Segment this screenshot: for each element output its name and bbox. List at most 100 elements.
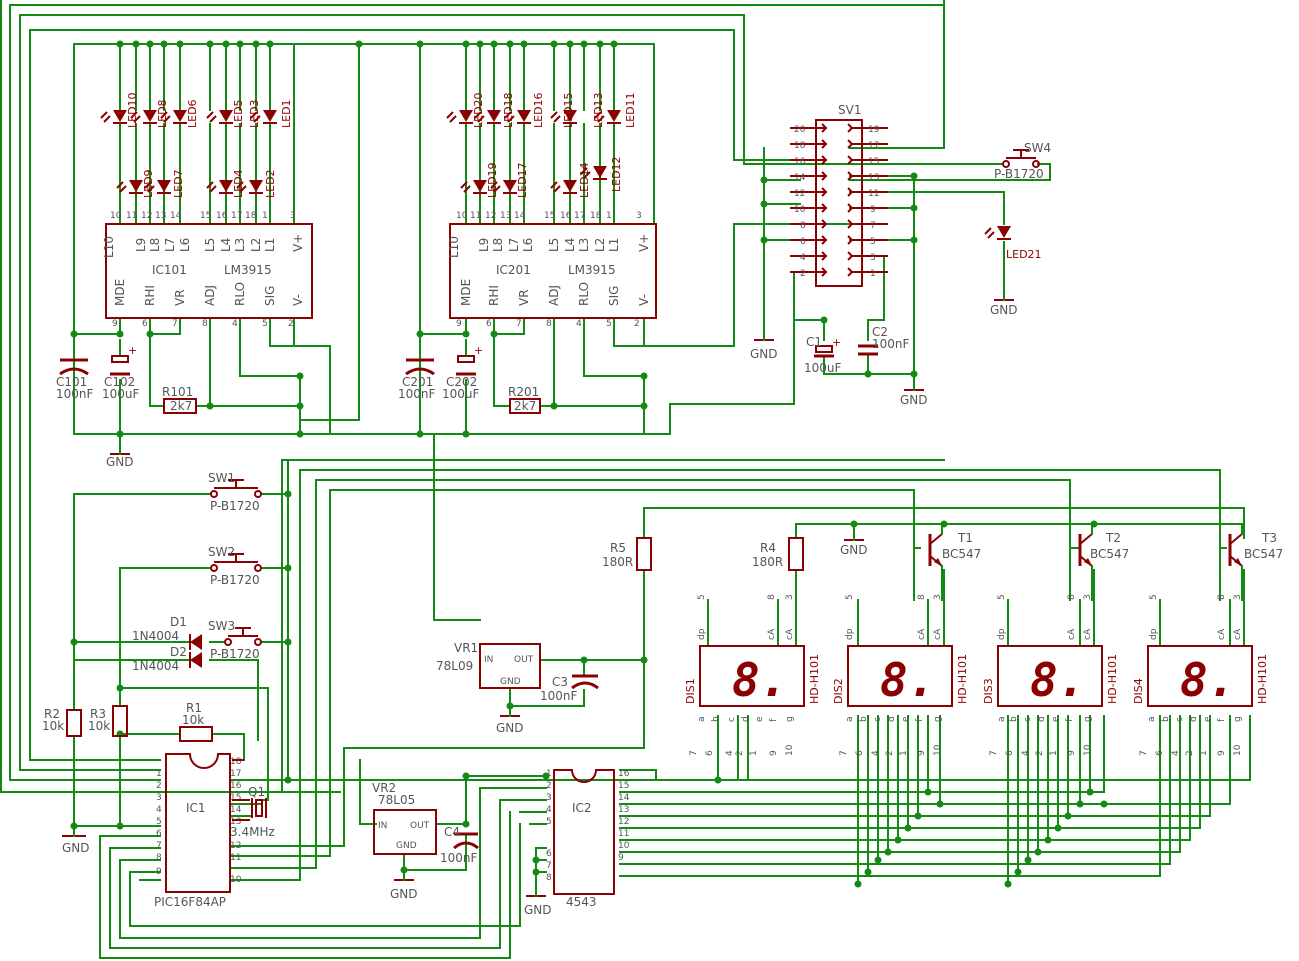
vr1-pin-out: OUT: [514, 655, 534, 665]
ic201-pin-vplus: V+: [637, 234, 651, 252]
ic2-value: 4543: [566, 895, 597, 909]
c3-value: 100nF: [540, 689, 578, 703]
vr1-pin-in: IN: [484, 655, 493, 665]
r5-name: R5: [610, 541, 626, 555]
c101-value: 100nF: [56, 387, 94, 401]
svg-text:3: 3: [870, 253, 876, 263]
svg-text:17: 17: [868, 141, 879, 151]
c1-name: C1: [806, 335, 822, 349]
svg-text:cA: cA: [933, 628, 943, 640]
svg-text:4: 4: [1021, 750, 1031, 756]
ic201-pin-l8: L8: [491, 238, 505, 252]
sw1-name: SW1: [208, 471, 235, 485]
svg-text:9: 9: [870, 205, 876, 215]
ic101-pin-adj: ADJ: [203, 285, 217, 306]
dis3-digit: 8.: [1030, 653, 1085, 707]
r3-value: 10k: [88, 719, 110, 733]
svg-text:15: 15: [544, 211, 555, 221]
svg-text:1: 1: [1049, 750, 1059, 756]
svg-text:c: c: [1023, 717, 1033, 722]
led7-label: LED7: [172, 169, 185, 198]
ic101-value: LM3915: [224, 263, 272, 277]
svg-text:2: 2: [1035, 750, 1045, 756]
dis4-digit: 8.: [1180, 653, 1235, 707]
svg-text:a: a: [997, 716, 1007, 722]
sw2-name: SW2: [208, 545, 235, 559]
svg-text:9: 9: [156, 867, 162, 877]
svg-text:16: 16: [230, 781, 242, 791]
svg-text:6: 6: [800, 237, 806, 247]
svg-text:8: 8: [546, 319, 552, 329]
ic201-pin-l1: L1: [607, 238, 621, 252]
led14-label: LED14: [578, 162, 591, 198]
ic201-pin-l9: L9: [477, 238, 491, 252]
ic101-pin-l1: L1: [263, 238, 277, 252]
svg-text:7: 7: [989, 750, 999, 756]
ic101-pin-sig: SIG: [263, 286, 277, 306]
sw3-name: SW3: [208, 619, 235, 633]
svg-text:dp: dp: [845, 628, 855, 640]
ic101-pin-vr: VR: [173, 289, 187, 306]
svg-text:8: 8: [917, 594, 927, 600]
t2-name: T2: [1105, 531, 1121, 545]
svg-text:b: b: [1161, 716, 1171, 722]
svg-text:7: 7: [689, 750, 699, 756]
svg-text:1: 1: [749, 750, 759, 756]
svg-text:10: 10: [618, 841, 630, 851]
ground-symbols: GND GND GND GND GND GND GND GND GND: [62, 289, 1018, 917]
svg-text:e: e: [901, 716, 911, 722]
svg-text:7: 7: [870, 221, 876, 231]
svg-text:1: 1: [1199, 750, 1209, 756]
svg-text:2: 2: [546, 781, 552, 791]
svg-text:3: 3: [1083, 594, 1093, 600]
svg-text:18: 18: [794, 141, 806, 151]
d2-value: 1N4004: [132, 659, 179, 673]
r4-value: 180R: [752, 555, 783, 569]
c101-name: C101: [56, 375, 87, 389]
svg-text:1: 1: [899, 750, 909, 756]
svg-text:6: 6: [546, 849, 552, 859]
svg-text:13: 13: [500, 211, 511, 221]
ic201-name: IC201: [496, 263, 531, 277]
svg-text:4: 4: [232, 319, 238, 329]
t2-value: BC547: [1090, 547, 1129, 561]
display-dis4: 8. DIS4 HD-H101: [1132, 645, 1269, 707]
svg-text:8: 8: [202, 319, 208, 329]
svg-text:g: g: [1233, 716, 1243, 722]
led1-label: LED1: [280, 99, 293, 128]
ic101-name: IC101: [152, 263, 187, 277]
svg-text:c: c: [1175, 717, 1185, 722]
svg-text:d: d: [887, 716, 897, 722]
svg-text:f: f: [769, 718, 779, 722]
r101-value: 2k7: [170, 399, 192, 413]
svg-text:4: 4: [871, 750, 881, 756]
dis3-value: HD-H101: [1106, 654, 1119, 704]
ic201-pin-adj: ADJ: [547, 285, 561, 306]
c2-name: C2: [872, 325, 888, 339]
ic101-pin-vminus: V-: [291, 294, 305, 306]
svg-text:6: 6: [486, 319, 492, 329]
svg-text:17: 17: [230, 769, 241, 779]
ic201-pin-rhi: RHI: [487, 285, 501, 306]
ic201-pin-l6: L6: [521, 238, 535, 252]
led20-label: LED20: [472, 92, 485, 128]
svg-text:cA: cA: [917, 628, 927, 640]
svg-text:11: 11: [868, 189, 879, 199]
svg-text:12: 12: [141, 211, 152, 221]
svg-text:6: 6: [1155, 750, 1165, 756]
dis4-value: HD-H101: [1256, 654, 1269, 704]
ic201-pin-l5: L5: [547, 238, 561, 252]
svg-text:9: 9: [618, 853, 624, 863]
svg-text:8: 8: [800, 221, 806, 231]
svg-text:3: 3: [1233, 594, 1243, 600]
svg-text:8: 8: [546, 873, 552, 883]
vr2-name: VR2: [372, 781, 396, 795]
svg-text:5: 5: [262, 319, 268, 329]
svg-text:1: 1: [262, 211, 268, 221]
svg-text:17: 17: [574, 211, 585, 221]
ic201-pin-mde: MDE: [459, 279, 473, 306]
dis1-digit: 8.: [732, 653, 787, 707]
ic1-name: IC1: [186, 801, 206, 815]
gnd-label-sv1: GND: [750, 347, 778, 361]
led4-label: LED4: [232, 169, 245, 198]
